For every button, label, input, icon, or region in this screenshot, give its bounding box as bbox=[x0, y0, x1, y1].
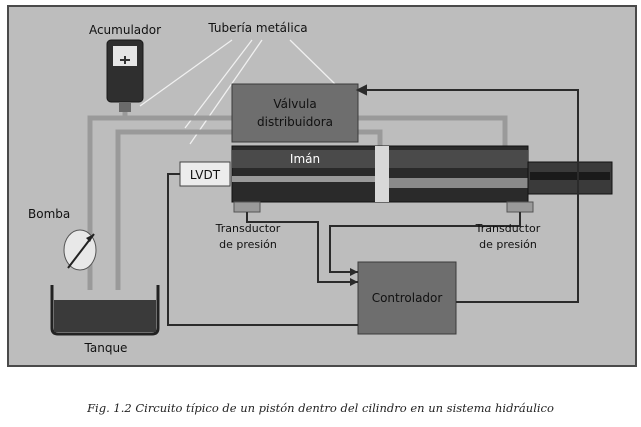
accumulator bbox=[106, 39, 144, 112]
pump-label: Bomba bbox=[28, 207, 70, 221]
pump bbox=[63, 229, 97, 271]
figure-caption: Fig. 1.2 Circuito típico de un pistón de… bbox=[87, 401, 554, 415]
hydraulic-circuit-diagram: Válvula distribuidora Imán LVDT Controla… bbox=[7, 5, 637, 367]
lvdt-label: LVDT bbox=[190, 168, 221, 182]
metal-pipe-label: Tubería metálica bbox=[207, 21, 307, 35]
arrow-to-controller bbox=[350, 268, 358, 276]
valve-label-line1: Válvula bbox=[273, 97, 316, 111]
transducer-right-label-line2: de presión bbox=[479, 238, 537, 251]
tank bbox=[50, 285, 160, 336]
controller-box bbox=[357, 261, 457, 335]
pressure-transducer-left bbox=[233, 201, 261, 213]
pipe-pointer-lines bbox=[139, 39, 336, 145]
lvdt-box bbox=[179, 161, 231, 187]
pressure-transducer-right bbox=[506, 201, 534, 213]
hydraulic-pipes bbox=[87, 112, 508, 290]
cylinder bbox=[231, 145, 613, 203]
accumulator-label: Acumulador bbox=[89, 23, 161, 37]
controller-label: Controlador bbox=[372, 291, 443, 305]
transducer-left-label-line1: Transductor bbox=[215, 222, 281, 235]
signal-lines bbox=[167, 84, 579, 326]
tank-label: Tanque bbox=[84, 341, 128, 355]
transducer-left-label-line2: de presión bbox=[219, 238, 277, 251]
magnet-label: Imán bbox=[290, 152, 320, 166]
transducer-right-label-line1: Transductor bbox=[475, 222, 541, 235]
arrow-to-controller-2 bbox=[350, 278, 358, 286]
valve-box bbox=[231, 83, 359, 143]
valve-label-line2: distribuidora bbox=[257, 115, 333, 129]
